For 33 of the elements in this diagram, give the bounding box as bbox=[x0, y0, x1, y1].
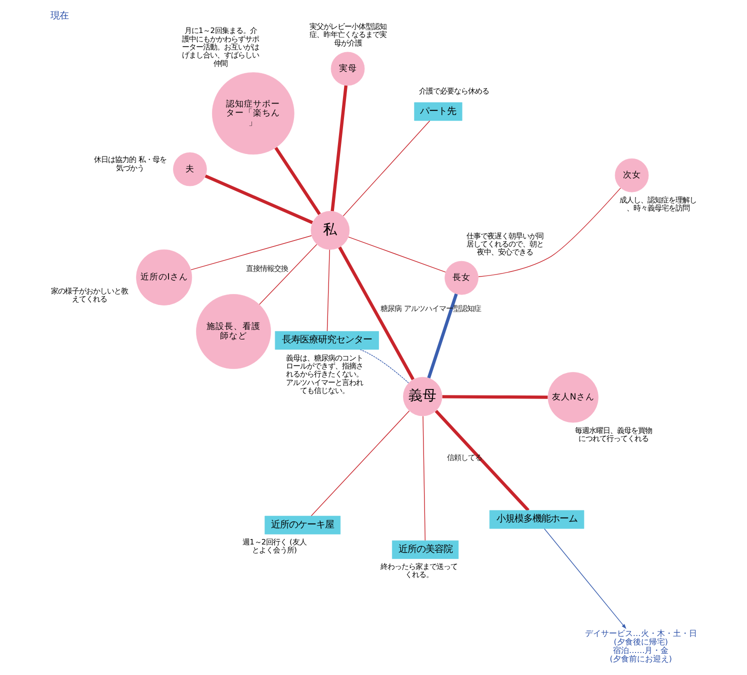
diagram-title: 現在 bbox=[50, 10, 69, 22]
node-box: 長寿医療研究センター bbox=[274, 331, 379, 350]
connector bbox=[348, 236, 446, 273]
connector bbox=[422, 416, 426, 541]
connector bbox=[310, 410, 410, 516]
node-box: 近所の美容院 bbox=[392, 540, 459, 559]
connector bbox=[338, 246, 414, 380]
node-circle: 私 bbox=[310, 210, 350, 250]
node-circle: 長女 bbox=[444, 260, 478, 295]
connector bbox=[342, 120, 430, 216]
arrow bbox=[544, 528, 626, 629]
node-circle: 認知症サポーター「楽ちん」 bbox=[212, 72, 294, 155]
connector bbox=[434, 410, 530, 512]
node-circle: 夫 bbox=[173, 152, 207, 186]
connector bbox=[190, 235, 312, 270]
connector bbox=[326, 249, 330, 332]
node-box: 近所のケーキ屋 bbox=[264, 516, 341, 534]
connector bbox=[478, 188, 622, 278]
node-box: 小規模多機能ホーム bbox=[489, 510, 584, 529]
node-circle: 近所のIさん bbox=[136, 249, 192, 306]
node-box: パート先 bbox=[414, 102, 462, 121]
connector bbox=[330, 85, 348, 212]
connector bbox=[274, 146, 321, 216]
connector bbox=[442, 395, 548, 399]
connector bbox=[360, 349, 409, 384]
node-circle: 施設長、看護師など bbox=[196, 294, 271, 369]
connector bbox=[427, 293, 458, 379]
node-circle: 次女 bbox=[614, 158, 649, 192]
connector bbox=[204, 174, 314, 224]
node-circle: 実母 bbox=[330, 52, 365, 86]
node-circle: 友人Nさん bbox=[548, 372, 598, 423]
node-circle: 義母 bbox=[403, 376, 442, 416]
connector bbox=[258, 244, 318, 305]
